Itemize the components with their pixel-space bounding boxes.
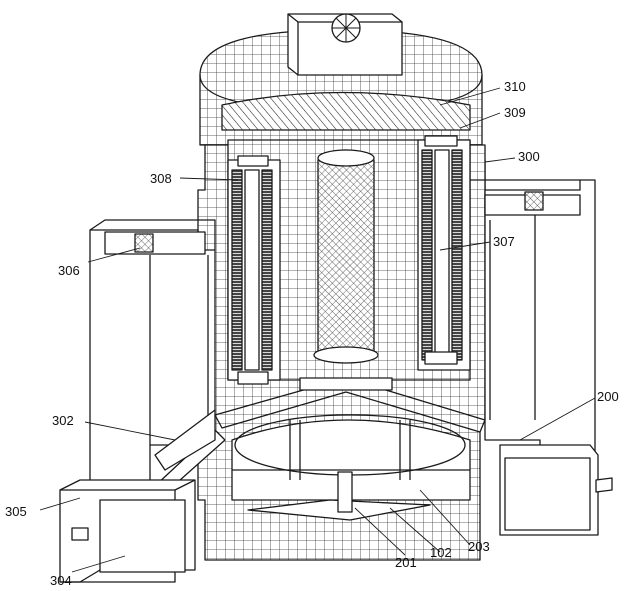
right-bin-spout [595,477,613,493]
label-305: 305 [5,504,27,519]
left-seal-block [134,233,154,253]
label-310: 310 [504,79,526,94]
fan-housing [287,13,403,76]
label-308: 308 [150,171,172,186]
right-coil-a [421,149,433,361]
central-crucible [317,149,375,356]
label-302: 302 [52,413,74,428]
label-306: 306 [58,263,80,278]
label-304: 304 [50,573,72,588]
top-cap-block [221,91,471,131]
left-coil-b [261,169,273,371]
right-side-housing [484,179,596,466]
label-102: 102 [430,545,452,560]
right-seal-block [524,191,544,211]
label-309: 309 [504,105,526,120]
label-201: 201 [395,555,417,570]
left-coil-a [231,169,243,371]
label-307: 307 [493,234,515,249]
right-coil-b [451,149,463,361]
label-203: 203 [468,539,490,554]
label-200: 200 [597,389,619,404]
left-bin-handle [71,527,89,541]
left-chute [154,409,216,471]
label-300: 300 [518,149,540,164]
drain-pipe [337,471,353,513]
